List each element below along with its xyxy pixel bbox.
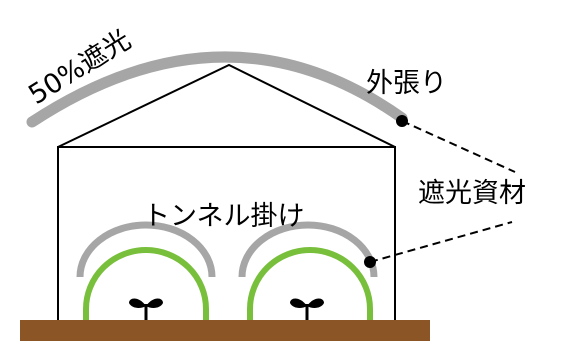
left-tunnel-shade-cover: [76, 221, 216, 278]
tunnel-cover-label: トンネル掛け: [143, 201, 304, 232]
leader-dot-icon: [364, 256, 376, 268]
leader-dot-icon: [396, 115, 408, 127]
shading-material-label: 遮光資材: [418, 178, 526, 209]
sprout-icon: [129, 298, 163, 320]
left-tunnel-frame: [83, 247, 209, 320]
external-cover-label: 外張り: [366, 68, 447, 99]
right-tunnel-frame: [247, 247, 373, 320]
leader-line-external: [401, 120, 516, 173]
sprout-icon: [290, 298, 324, 320]
ground: [20, 320, 430, 341]
right-tunnel-shade-cover: [238, 221, 378, 278]
external-shade-cover-arc: [26, 51, 408, 128]
leader-line-tunnel: [369, 221, 513, 263]
